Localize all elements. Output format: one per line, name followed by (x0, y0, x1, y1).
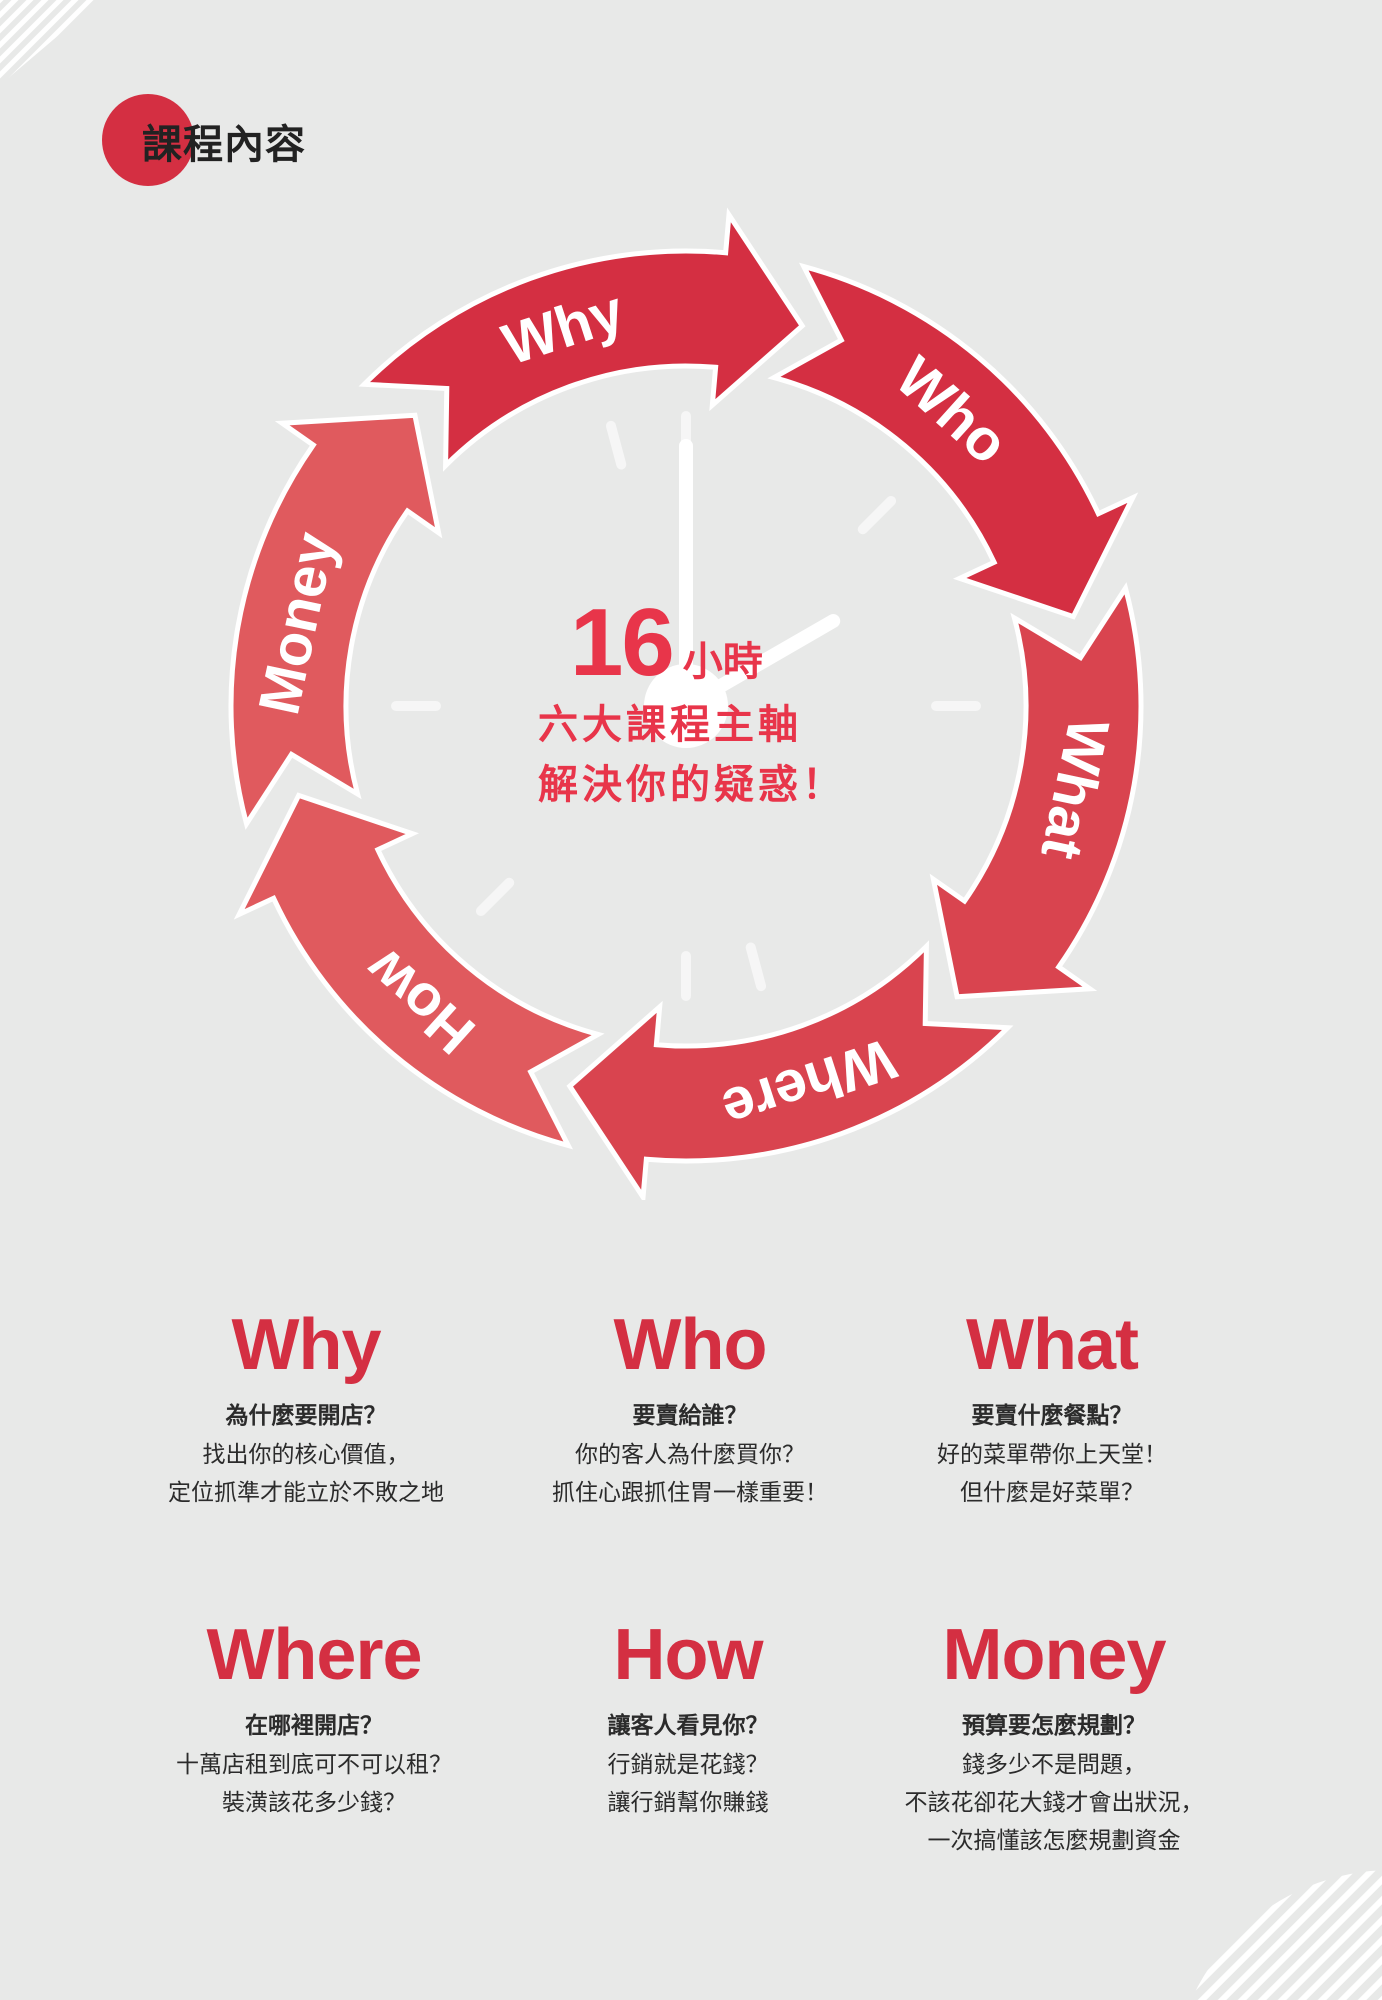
card-how: How 讓客人看見你？ 行銷就是花錢？ 讓行銷幫你賺錢 (478, 1610, 898, 1822)
hours-number: 16 (570, 589, 675, 696)
card-title: Money (942, 1615, 1166, 1695)
card-question: 為什麼要開店？ (225, 1403, 387, 1429)
card-question: 要賣什麼餐點？ (971, 1403, 1133, 1429)
card-line: 讓行銷幫你賺錢 (607, 1790, 769, 1816)
card-title: Why (231, 1305, 382, 1385)
card-question: 在哪裡開店？ (245, 1713, 383, 1739)
card-line: 好的菜單帶你上天堂！ (937, 1442, 1167, 1468)
decorative-stripes-bottom-right (1172, 1870, 1382, 2000)
arrow-segment-how (233, 792, 605, 1150)
card-line: 你的客人為什麼買你？ (575, 1442, 805, 1468)
arrow-segment-who (767, 262, 1139, 620)
card-line: 不該花卻花大錢才會出狀況， (904, 1790, 1204, 1816)
card-why: Why 為什麼要開店？ 找出你的核心價值， 定位抓準才能立於不敗之地 (96, 1300, 516, 1512)
card-where: Where 在哪裡開店？ 十萬店租到底可不可以租？ 裝潢該花多少錢？ (104, 1610, 524, 1822)
card-title: What (966, 1305, 1139, 1385)
card-line: 找出你的核心價值， (202, 1442, 410, 1468)
card-what: What 要賣什麼餐點？ 好的菜單帶你上天堂！ 但什麼是好菜單？ (842, 1300, 1262, 1512)
center-line-2: 解決你的疑惑！ (538, 762, 846, 808)
card-question: 要賣給誰？ (632, 1403, 748, 1429)
card-title: Where (206, 1615, 422, 1695)
card-line: 但什麼是好菜單？ (960, 1480, 1144, 1506)
arrow-segment-what (929, 582, 1144, 1000)
card-line: 裝潢該花多少錢？ (222, 1790, 406, 1816)
card-line: 一次搞懂該怎麼規劃資金 (927, 1828, 1181, 1854)
hours-unit: 小時 (682, 639, 763, 685)
section-title: 課程內容 (142, 122, 306, 168)
center-line-1: 六大課程主軸 (538, 702, 802, 748)
card-who: Who 要賣給誰？ 你的客人為什麼買你？ 抓住心跟抓住胃一樣重要！ (480, 1300, 900, 1512)
card-title: How (613, 1615, 764, 1695)
header-red-dot (102, 94, 194, 186)
card-line: 定位抓準才能立於不敗之地 (168, 1480, 444, 1506)
card-question: 預算要怎麼規劃？ (962, 1713, 1146, 1739)
card-line: 十萬店租到底可不可以租？ (176, 1752, 452, 1778)
card-line: 抓住心跟抓住胃一樣重要！ (552, 1480, 828, 1506)
clock-face (391, 411, 981, 1001)
card-line: 行銷就是花錢？ (607, 1752, 769, 1778)
card-line: 錢多少不是問題， (962, 1752, 1146, 1778)
card-title: Who (613, 1305, 768, 1385)
decorative-stripes-top-left (0, 0, 100, 85)
arrow-segment-where (566, 940, 1014, 1200)
arrow-segment-money (228, 412, 443, 830)
card-money: Money 預算要怎麼規劃？ 錢多少不是問題， 不該花卻花大錢才會出狀況， 一次… (844, 1610, 1264, 1860)
card-question: 讓客人看見你？ (607, 1713, 769, 1739)
arrow-segment-why (358, 207, 806, 472)
